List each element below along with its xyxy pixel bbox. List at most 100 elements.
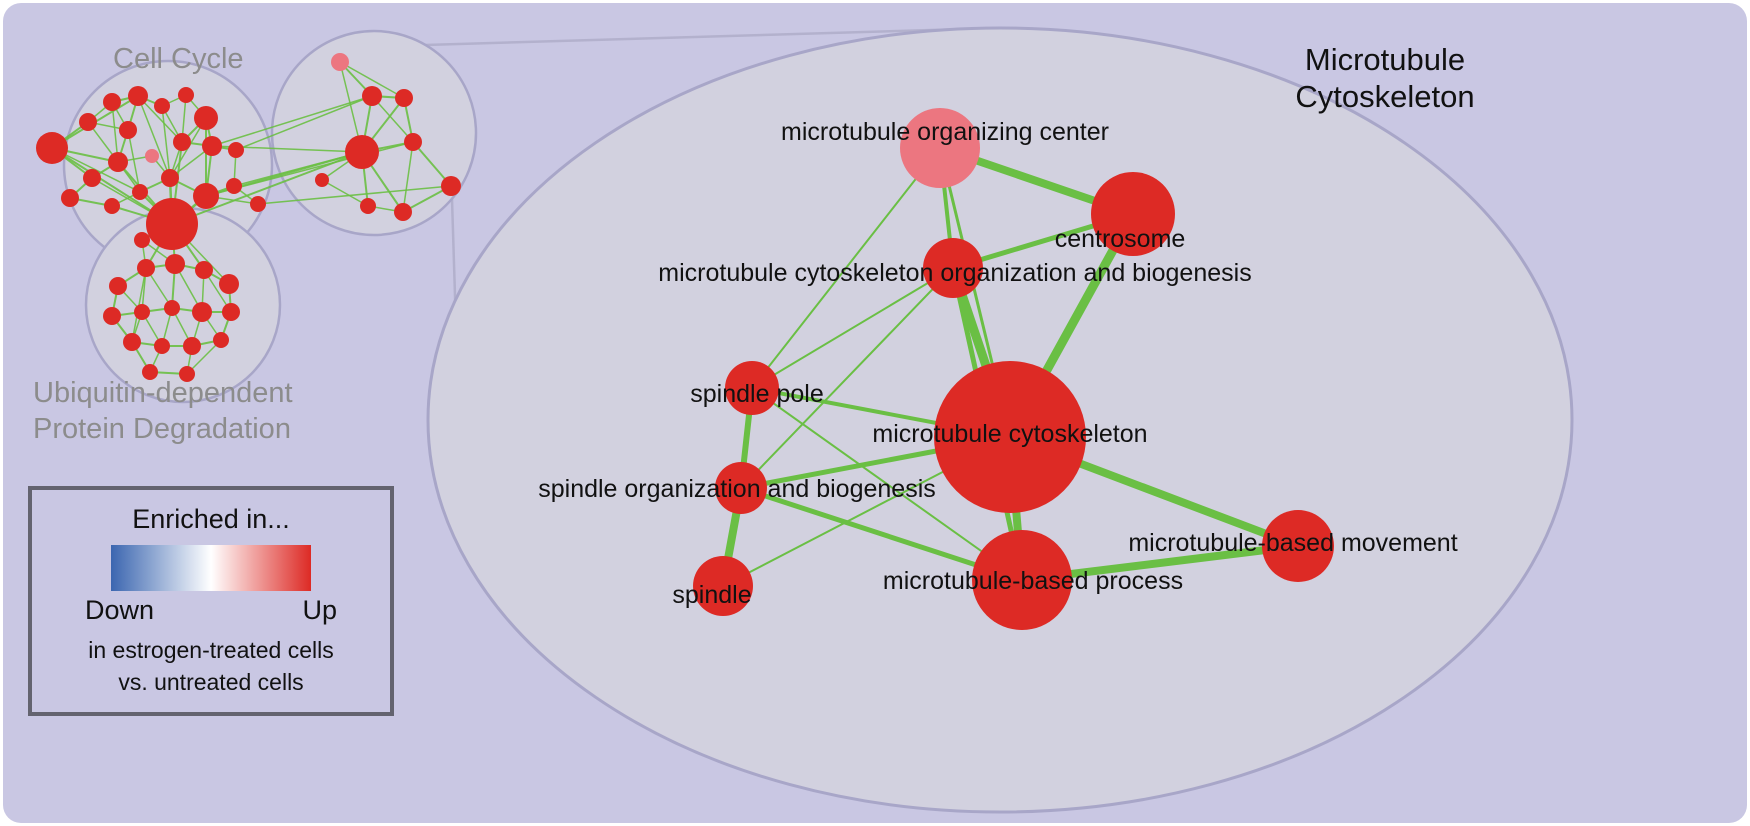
overview-node <box>145 149 159 163</box>
zoom-node-mbm <box>1262 510 1334 582</box>
zoom-node-mc <box>934 361 1086 513</box>
zoom-node-centrosome <box>1091 172 1175 256</box>
overview-node <box>394 203 412 221</box>
overview-node <box>193 183 219 209</box>
zoom-node-label-sob: spindle organization and biogenesis <box>538 475 936 503</box>
legend-caption-line1: in estrogen-treated cells <box>88 637 334 663</box>
overview-node <box>441 176 461 196</box>
legend-box: Enriched in... Down Up in estrogen-treat… <box>28 486 394 716</box>
overview-node <box>331 53 349 71</box>
overview-edge <box>402 141 414 213</box>
zoom-node-label-mbm: microtubule-based movement <box>1128 529 1457 557</box>
zoom-edge-moc-spindle_pole <box>751 147 941 389</box>
overview-nodes <box>36 53 461 382</box>
ubiquitin-cluster-label-line1: Ubiquitin-dependent <box>33 377 293 409</box>
zoom-node-mcob <box>923 238 983 298</box>
zoom-title-line2: Cytoskeleton <box>1295 79 1474 114</box>
zoom-node-label-spindle_pole: spindle pole <box>690 380 823 408</box>
overview-node <box>404 133 422 151</box>
overview-node <box>132 184 148 200</box>
zoom-edge-spindle_pole-mbp <box>751 387 1023 581</box>
overview-node <box>79 113 97 131</box>
overview-node <box>123 333 141 351</box>
overview-node <box>173 133 191 151</box>
overview-node <box>104 198 120 214</box>
overview-node <box>222 303 240 321</box>
overview-edge <box>137 95 183 143</box>
legend-caption-line2: vs. untreated cells <box>118 669 304 696</box>
zoom-node-label-spindle: spindle <box>672 581 751 609</box>
overview-node <box>250 196 266 212</box>
overview-node <box>134 232 150 248</box>
overview-node <box>226 178 242 194</box>
zoom-node-label-moc: microtubule organizing center <box>781 118 1109 146</box>
ubiquitin-cluster-label-line2: Protein Degradation <box>33 413 291 445</box>
overview-node <box>179 366 195 382</box>
overview-edge <box>161 105 171 179</box>
overview-node <box>108 152 128 172</box>
overview-edge <box>233 151 363 187</box>
zoom-node-spindle_pole <box>725 361 779 415</box>
overview-node <box>219 274 239 294</box>
overview-node <box>154 98 170 114</box>
overview-node <box>103 307 121 325</box>
zoom-title-line1: Microtubule <box>1305 42 1465 77</box>
overview-edge <box>171 151 363 225</box>
overview-node <box>161 169 179 187</box>
overview-edge <box>111 101 119 163</box>
zoom-nodes <box>693 108 1334 630</box>
overview-node <box>360 198 376 214</box>
overview-node <box>213 332 229 348</box>
zoom-node-label-mbp: microtubule-based process <box>883 567 1183 595</box>
zoom-cone-line-top <box>424 26 1001 47</box>
overview-node <box>315 173 329 187</box>
zoom-node-labels: microtubule organizing centercentrosomem… <box>538 118 1457 609</box>
overview-edge <box>211 95 373 147</box>
legend-up-label: Up <box>302 595 337 625</box>
overview-node <box>154 338 170 354</box>
overview-node <box>103 93 121 111</box>
overview-node <box>61 189 79 207</box>
overview-node <box>228 142 244 158</box>
zoom-node-sob <box>715 462 767 514</box>
overview-node <box>194 106 218 130</box>
overview-edge <box>235 95 373 151</box>
overview-node <box>164 300 180 316</box>
overview-edge <box>339 61 405 99</box>
overview-node <box>83 169 101 187</box>
overview-node <box>202 136 222 156</box>
zoom-node-mbp <box>972 530 1072 630</box>
overview-node <box>134 304 150 320</box>
cell-cycle-cluster-label: Cell Cycle <box>113 43 244 75</box>
overview-edge <box>127 129 141 193</box>
overview-node <box>183 337 201 355</box>
overview-node <box>165 254 185 274</box>
overview-node <box>192 302 212 322</box>
overview-node <box>36 132 68 164</box>
overview-node <box>178 87 194 103</box>
legend-down-label: Down <box>85 595 155 625</box>
overview-node <box>109 277 127 295</box>
overview-edge <box>137 95 171 179</box>
legend-title: Enriched in... <box>132 504 290 534</box>
zoom-edge-mcob-spindle_pole <box>751 267 954 389</box>
enrichment-gradient-bar <box>111 545 311 591</box>
zoom-edge-mcob-sob <box>740 267 954 489</box>
overview-edge <box>371 95 414 143</box>
overview-node <box>395 89 413 107</box>
overview-edge <box>321 179 369 207</box>
overview-node <box>362 86 382 106</box>
overview-node <box>142 364 158 380</box>
overview-node <box>146 198 198 250</box>
overview-edge <box>186 339 222 375</box>
zoom-node-label-mc: microtubule cytoskeleton <box>872 420 1147 448</box>
overview-node <box>128 86 148 106</box>
overview-node <box>137 259 155 277</box>
overview-edge <box>257 185 452 205</box>
zoom-node-moc <box>900 108 980 188</box>
overview-node <box>195 261 213 279</box>
overview-node <box>119 121 137 139</box>
zoom-node-spindle <box>693 556 753 616</box>
